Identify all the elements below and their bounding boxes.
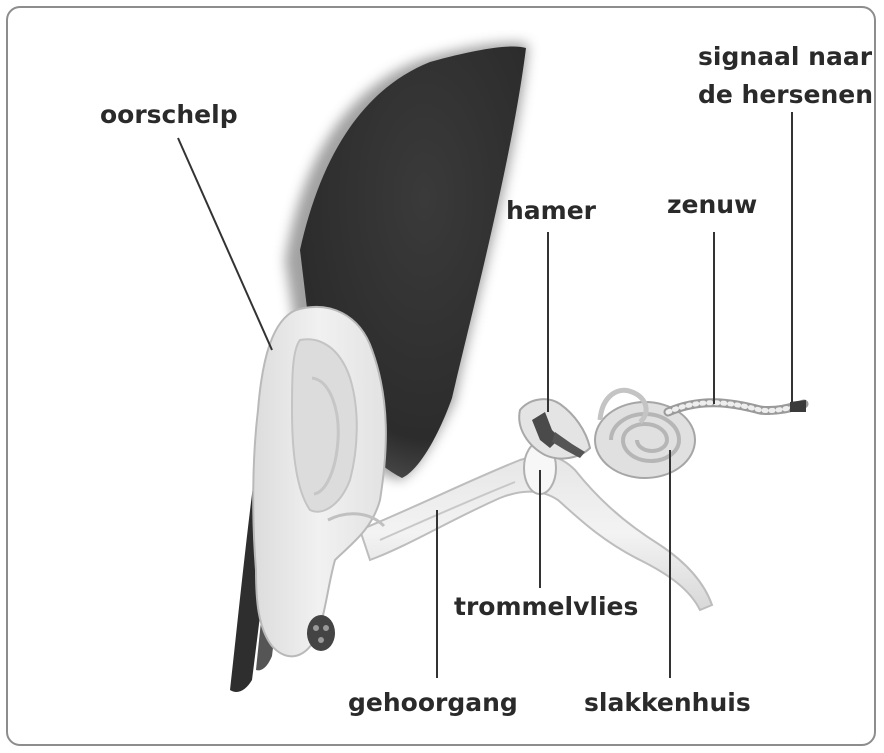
label-signaal-line2: de hersenen: [698, 80, 873, 110]
label-oorschelp: oorschelp: [100, 100, 238, 130]
label-hamer: hamer: [506, 196, 596, 226]
label-slakkenhuis: slakkenhuis: [584, 688, 751, 718]
leader-line-oorschelp: [178, 138, 272, 350]
label-trommelvlies: trommelvlies: [454, 592, 638, 622]
nerve-shape: [668, 400, 806, 412]
auricle-shape: [253, 307, 386, 656]
label-signaal-line1: signaal naar: [698, 42, 872, 72]
label-gehoorgang: gehoorgang: [348, 688, 518, 718]
label-zenuw: zenuw: [667, 190, 757, 220]
